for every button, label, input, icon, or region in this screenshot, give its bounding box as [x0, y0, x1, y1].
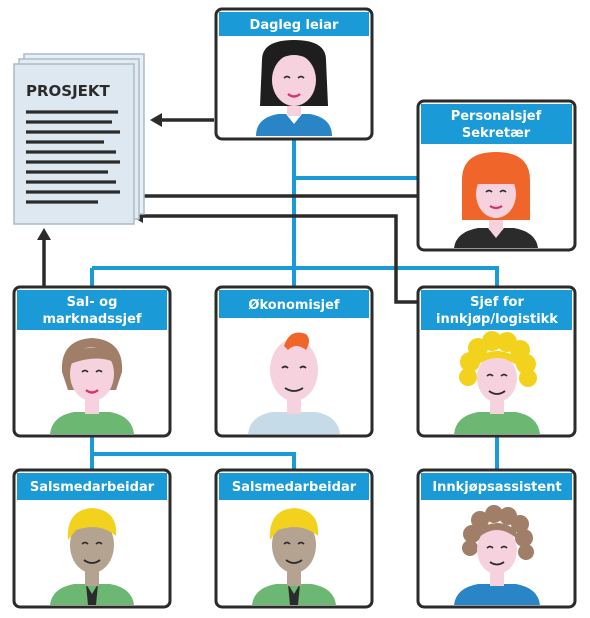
card-salesrep-1-title: Salsmedarbeidar [30, 480, 155, 495]
document-arrows [42, 118, 420, 304]
connector-lines [90, 138, 499, 470]
person-avatar-icon [256, 40, 332, 136]
card-sales: Sal- og marknadssjef [12, 285, 172, 438]
person-avatar-icon [248, 332, 340, 434]
person-avatar-icon [252, 508, 336, 605]
arrow-purchasing-to-document [140, 214, 420, 304]
connector-sales-to-reps [90, 436, 296, 470]
card-finance-title: Økonomisjef [248, 298, 339, 313]
arrowhead-ceo [150, 113, 162, 127]
card-salesrep-2-title: Salsmedarbeidar [232, 480, 357, 495]
card-purchasing-assistant: Innkjøpsassistent [416, 468, 577, 609]
card-purchasing-assistant-title: Innkjøpsassistent [432, 480, 561, 495]
card-purchasing-title-line1: Sjef for [470, 295, 524, 310]
card-hr-title-line2: Sekretær [462, 126, 531, 141]
person-avatar-icon [50, 508, 134, 605]
connector-manager-bus [92, 266, 499, 288]
person-avatar-icon [50, 338, 134, 434]
document-stack-icon: PROSJEKT [13, 53, 145, 225]
person-avatar-icon [454, 152, 538, 248]
card-sales-title-line1: Sal- og [67, 295, 118, 310]
document-title: PROSJEKT [26, 82, 111, 100]
card-sales-title-line2: marknadssjef [42, 312, 141, 327]
card-ceo: Dagleg leiar [214, 7, 374, 141]
card-finance: Økonomisjef [214, 285, 374, 438]
person-avatar-icon [454, 505, 540, 605]
person-avatar-icon [454, 331, 540, 434]
card-salesrep-2: Salsmedarbeidar [214, 468, 374, 609]
card-ceo-title: Dagleg leiar [250, 18, 339, 33]
card-hr-title-line1: Personalsjef [451, 109, 542, 124]
card-purchasing-title-line2: innkjøp/logistikk [436, 312, 558, 327]
arrowhead-sales [37, 228, 51, 240]
card-purchasing: Sjef for innkjøp/logistikk [416, 285, 577, 438]
card-salesrep-1: Salsmedarbeidar [12, 468, 172, 609]
card-hr: Personalsjef Sekretær [416, 99, 577, 252]
document-text-lines [26, 110, 120, 204]
